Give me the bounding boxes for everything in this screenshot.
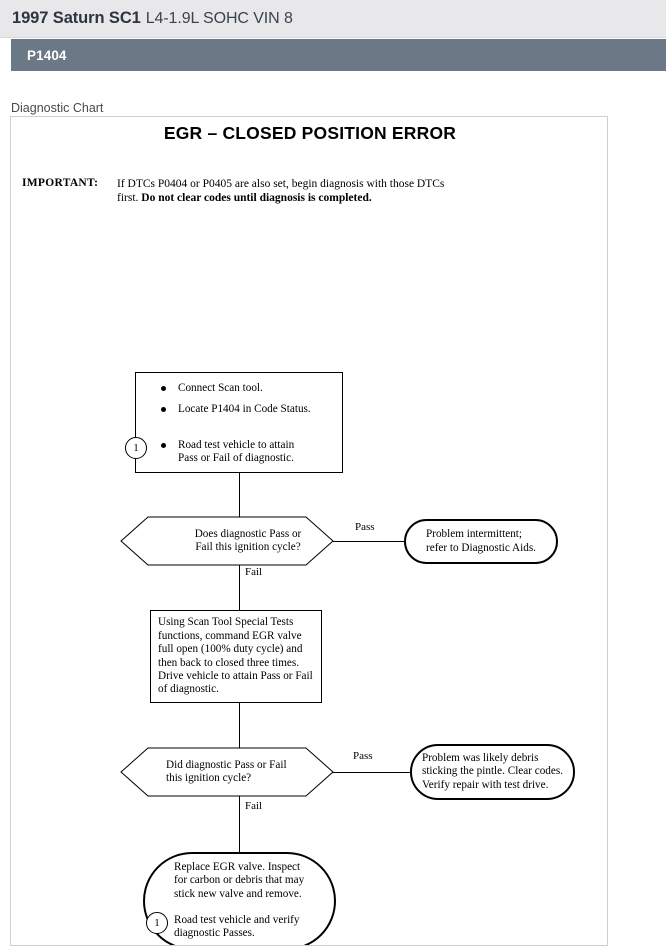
flowchart: Connect Scan tool. Locate P1404 in Code … — [11, 117, 607, 945]
terminator-oval-2-line-3: Verify repair with test drive. — [421, 778, 549, 791]
connector-label-pass-1: Pass — [353, 521, 377, 533]
process-box-1-bullet-3-text: Road test vehicle to attain Pass or Fail… — [178, 439, 294, 466]
process-box-1-bullet-1-text: Connect Scan tool. — [178, 382, 263, 394]
connector-decision2-fail — [239, 796, 240, 852]
terminator-oval-1: Problem intermittent; refer to Diagnosti… — [404, 519, 558, 564]
terminator-oval-3-block2-line-2: diagnostic Passes. — [174, 927, 255, 940]
dtc-code-label: P1404 — [27, 47, 67, 63]
decision-2-line-2: this ignition cycle? — [166, 772, 252, 785]
step-marker-1-box: 1 — [125, 437, 147, 459]
terminator-oval-3-block1-line-1: Replace EGR valve. Inspect — [174, 861, 301, 873]
vehicle-engine-spec: L4-1.9L SOHC VIN 8 — [145, 9, 293, 27]
connector-decision1-fail — [239, 565, 240, 610]
process-box-1-bullet-2: Locate P1404 in Code Status. — [161, 403, 346, 416]
diagnostic-chart-container: EGR – CLOSED POSITION ERROR IMPORTANT: I… — [10, 116, 608, 946]
decision-1-text: Does diagnostic Pass or Fail this igniti… — [173, 528, 323, 555]
vehicle-header: 1997 Saturn SC1 L4-1.9L SOHC VIN 8 — [0, 0, 666, 38]
terminator-oval-3-block-1: Replace EGR valve. Inspect for carbon or… — [174, 861, 334, 901]
process-box-1-bullet-3-line-2: Pass or Fail of diagnostic. — [178, 452, 294, 465]
process-box-2: Using Scan Tool Special Tests functions,… — [150, 610, 322, 703]
process-box-1 — [135, 372, 343, 473]
important-note-bold: Do not clear codes until diagnosis is co… — [141, 192, 372, 204]
important-note-plain: If DTCs P0404 or P0405 are also set, beg… — [117, 178, 445, 204]
terminator-oval-2-line-2: sticking the pintle. Clear codes. — [421, 765, 564, 778]
terminator-oval-2-line-1: Problem was likely debris — [421, 751, 539, 764]
terminator-oval-2: Problem was likely debris sticking the p… — [410, 744, 575, 800]
terminator-oval-3-block1-line-3: stick new valve and remove. — [174, 887, 302, 900]
vehicle-year-model: 1997 Saturn SC1 — [12, 9, 141, 27]
decision-2-line-1: Did diagnostic Pass or Fail — [166, 759, 287, 771]
connector-decision2-pass — [333, 772, 411, 773]
connector-label-fail-1: Fail — [243, 566, 265, 578]
section-caption: Diagnostic Chart — [11, 101, 104, 115]
bullet-icon — [161, 443, 166, 448]
process-box-1-bullet-3: Road test vehicle to attain Pass or Fail… — [161, 439, 341, 466]
step-marker-1-oval: 1 — [146, 912, 168, 934]
connector-label-pass-2: Pass — [351, 750, 375, 762]
decision-1-line-1: Does diagnostic Pass or — [194, 528, 302, 540]
important-note-text: If DTCs P0404 or P0405 are also set, beg… — [117, 177, 447, 205]
flowchart-shape-layer — [120, 516, 334, 797]
dtc-code-bar: P1404 — [11, 39, 666, 71]
important-label: IMPORTANT: — [22, 177, 99, 189]
connector-box2-to-decision2 — [239, 703, 240, 748]
decision-2-text: Did diagnostic Pass or Fail this ignitio… — [166, 759, 331, 786]
terminator-oval-3-block-2: Road test vehicle and verify diagnostic … — [174, 914, 334, 941]
decision-1-line-2: Fail this ignition cycle? — [195, 541, 301, 554]
bullet-icon — [161, 386, 166, 391]
process-box-1-bullet-2-text: Locate P1404 in Code Status. — [178, 403, 311, 415]
terminator-oval-1-line-2: refer to Diagnostic Aids. — [426, 541, 536, 554]
connector-label-fail-2: Fail — [243, 800, 265, 812]
code-bar-wrapper: P1404 — [0, 39, 666, 71]
connector-decision1-pass — [333, 541, 405, 542]
terminator-oval-3-block2-line-1: Road test vehicle and verify — [174, 914, 300, 926]
terminator-oval-2-text: Problem was likely debris sticking the p… — [422, 752, 563, 792]
terminator-oval-3-block1-line-2: for carbon or debris that may — [174, 874, 305, 887]
connector-box1-to-decision1 — [239, 473, 240, 517]
terminator-oval-1-line-1: Problem intermittent; — [426, 528, 523, 541]
chart-title: EGR – CLOSED POSITION ERROR — [163, 123, 457, 143]
terminator-oval-1-text: Problem intermittent; refer to Diagnosti… — [426, 528, 536, 555]
process-box-1-bullet-1: Connect Scan tool. — [161, 382, 341, 395]
process-box-1-bullet-3-line-1: Road test vehicle to attain — [178, 439, 295, 451]
process-box-2-text: Using Scan Tool Special Tests functions,… — [158, 616, 313, 696]
bullet-icon — [161, 407, 166, 412]
